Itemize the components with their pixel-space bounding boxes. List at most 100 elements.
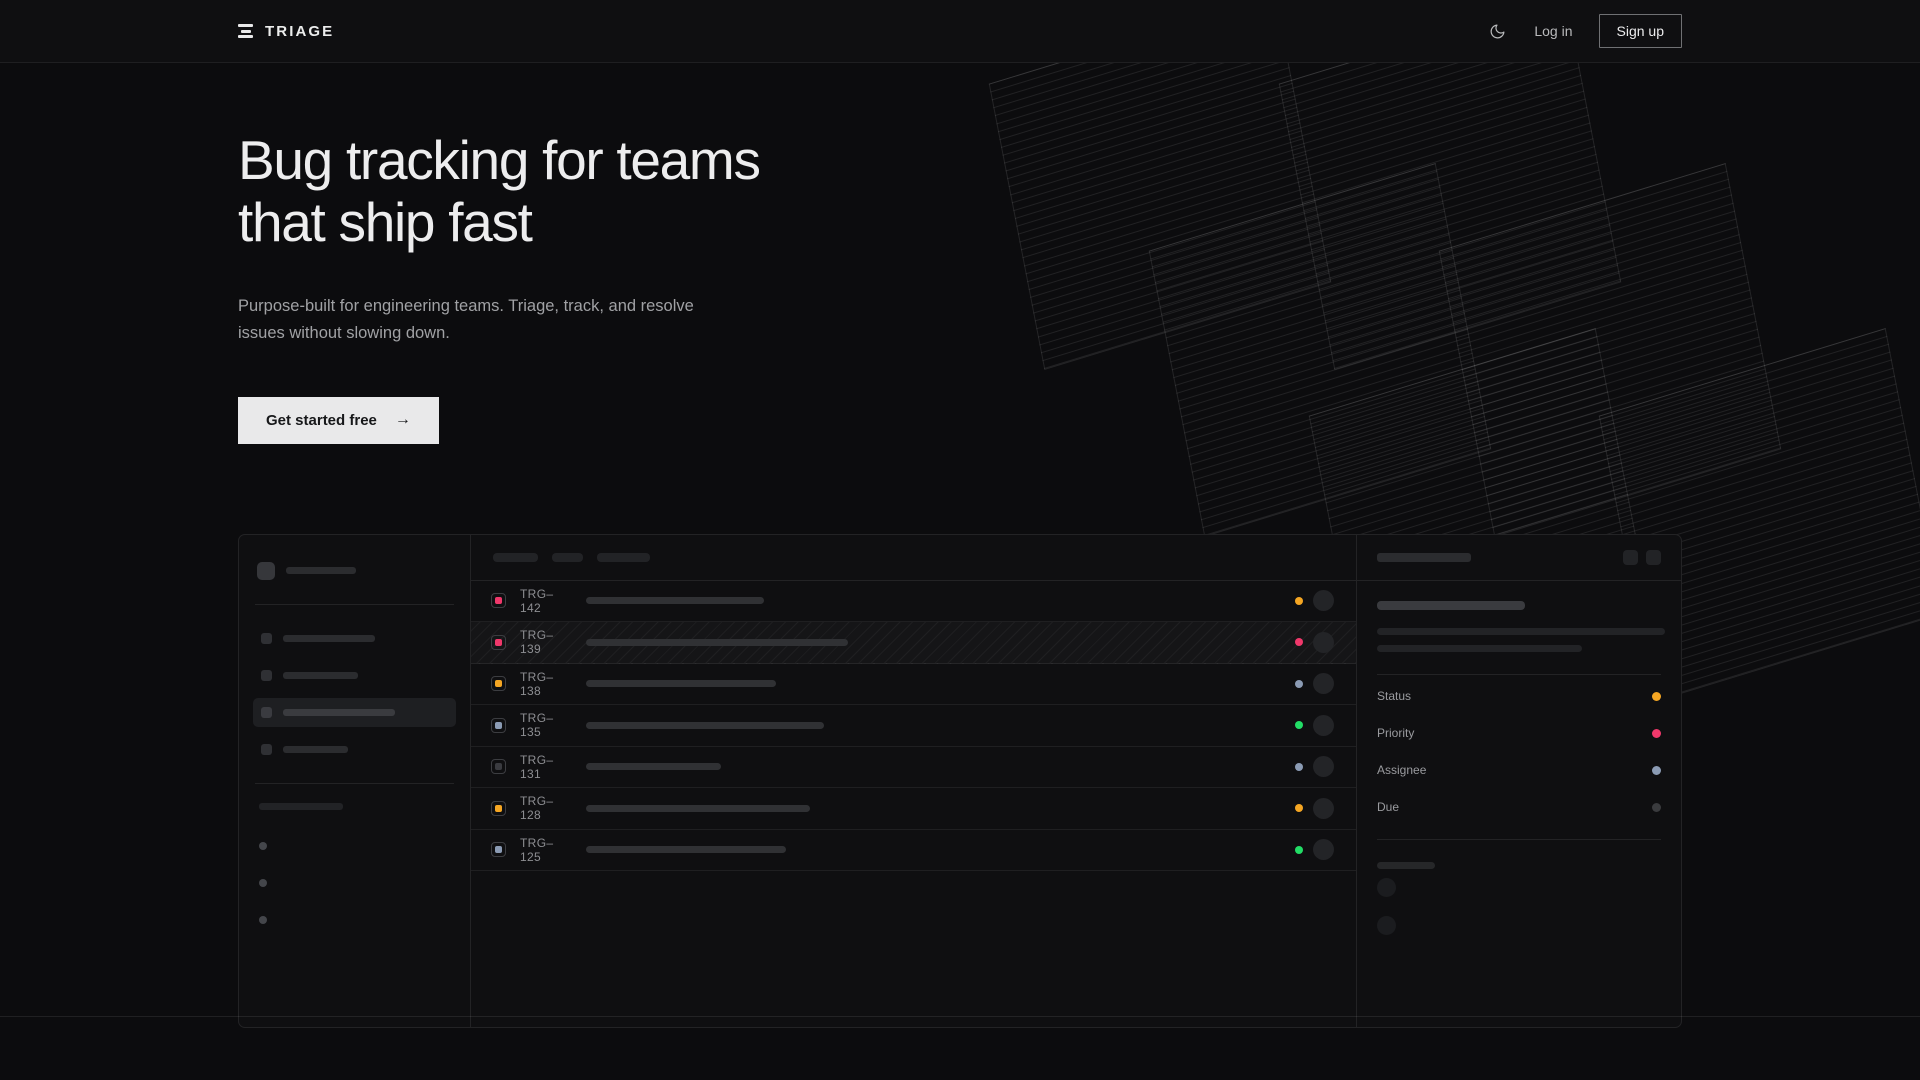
sidebar-sub-item-3[interactable]: [253, 902, 456, 939]
sidebar-item-3-active[interactable]: [253, 697, 456, 727]
issue-meta: [1295, 714, 1334, 736]
detail-panel-body: Status Priority Assignee Due: [1357, 581, 1681, 1027]
detail-divider-top: [1377, 673, 1661, 675]
issue-id: TRG–125: [520, 835, 554, 864]
issue-list-toolbar: [471, 535, 1356, 581]
detail-field-label: Priority: [1377, 726, 1415, 741]
app-preview: TRG–142 TRG–139 TRG–138: [238, 533, 1682, 1028]
assignee-badge: [1652, 765, 1661, 775]
workspace-switcher[interactable]: [253, 557, 456, 585]
issue-title-placeholder: [586, 804, 810, 812]
sidebar-item-2[interactable]: [253, 661, 456, 690]
avatar[interactable]: [1313, 756, 1334, 778]
get-started-label: Get started free: [266, 411, 377, 429]
nav-icon-1: [261, 632, 272, 644]
arrow-right-icon: →: [394, 411, 411, 429]
detail-title-placeholder: [1377, 600, 1525, 610]
priority-icon: [491, 634, 506, 650]
issue-title-placeholder: [586, 638, 848, 646]
hero-subtitle: Purpose-built for engineering teams. Tri…: [238, 297, 694, 342]
table-row[interactable]: TRG–131: [471, 747, 1356, 789]
sidebar-item-1[interactable]: [253, 624, 456, 653]
bullet-icon-1: [259, 842, 267, 851]
table-row[interactable]: TRG–142: [471, 581, 1356, 623]
detail-field-label: Status: [1377, 689, 1412, 704]
toolbar-filter-1[interactable]: [493, 552, 538, 562]
header-actions: Log in Sign up: [1486, 14, 1682, 48]
issue-id: TRG–128: [520, 794, 554, 823]
priority-icon: [491, 676, 506, 692]
table-row[interactable]: TRG–128: [471, 788, 1356, 830]
detail-body-line-1: [1377, 627, 1665, 635]
issue-meta: [1295, 839, 1334, 861]
avatar[interactable]: [1313, 631, 1334, 653]
status-badge: [1295, 845, 1303, 854]
signup-button[interactable]: Sign up: [1598, 14, 1682, 48]
detail-action-button-2[interactable]: [1646, 549, 1661, 565]
toolbar-filter-2[interactable]: [552, 552, 583, 562]
priority-icon: [491, 593, 506, 609]
priority-icon: [491, 759, 506, 775]
issue-meta: [1295, 631, 1334, 653]
avatar: [1377, 916, 1396, 936]
toolbar-filter-3[interactable]: [597, 552, 650, 562]
issue-title-placeholder: [586, 680, 776, 688]
issue-id: TRG–142: [520, 586, 554, 615]
login-link[interactable]: Log in: [1534, 23, 1573, 39]
sidebar-divider-bottom: [255, 782, 454, 784]
status-badge: [1652, 691, 1661, 701]
detail-field-status[interactable]: Status: [1377, 681, 1661, 712]
sidebar-sub-item-1[interactable]: [253, 828, 456, 865]
bullet-icon-3: [259, 916, 267, 925]
detail-field-label: Due: [1377, 800, 1400, 815]
brand-logo[interactable]: TRIAGE: [238, 23, 334, 40]
issue-id: TRG–139: [520, 628, 554, 657]
avatar[interactable]: [1313, 714, 1334, 736]
nav-icon-2: [261, 669, 272, 681]
avatar[interactable]: [1313, 839, 1334, 861]
hero-heading: Bug tracking for teams that ship fast: [238, 129, 938, 253]
detail-action-button-1[interactable]: [1623, 549, 1638, 565]
stacked-bars-icon: [238, 24, 253, 38]
nav-label-3: [283, 708, 395, 716]
table-row[interactable]: TRG–135: [471, 705, 1356, 747]
table-row[interactable]: TRG–125: [471, 830, 1356, 872]
moon-icon[interactable]: [1486, 20, 1508, 42]
avatar[interactable]: [1313, 797, 1334, 819]
hero-heading-line-2: that ship fast: [238, 191, 533, 254]
preview-issue-list: TRG–142 TRG–139 TRG–138: [471, 534, 1357, 1027]
issue-title-placeholder: [586, 763, 721, 771]
nav-label-2: [283, 671, 358, 679]
status-badge: [1295, 762, 1303, 771]
detail-field-priority[interactable]: Priority: [1377, 718, 1661, 749]
workspace-label-placeholder: [286, 567, 356, 575]
table-row[interactable]: TRG–138: [471, 664, 1356, 706]
get-started-button[interactable]: Get started free →: [238, 396, 439, 444]
issue-title-placeholder: [586, 846, 786, 854]
priority-badge: [1652, 728, 1661, 738]
bullet-icon-2: [259, 879, 267, 888]
brand-name: TRIAGE: [265, 22, 335, 40]
sidebar-sub-item-2[interactable]: [253, 865, 456, 902]
detail-field-due[interactable]: Due: [1377, 792, 1661, 823]
detail-panel-actions: [1623, 549, 1661, 565]
detail-field-assignee[interactable]: Assignee: [1377, 755, 1661, 786]
detail-body-line-2: [1377, 644, 1582, 652]
status-badge: [1295, 804, 1303, 813]
sidebar-section-label: [259, 802, 343, 810]
sidebar-item-4[interactable]: [253, 735, 456, 764]
issue-title-placeholder: [586, 721, 824, 729]
avatar[interactable]: [1313, 590, 1334, 612]
table-row[interactable]: TRG–139: [471, 622, 1356, 664]
issue-meta: [1295, 673, 1334, 695]
status-badge: [1295, 721, 1303, 730]
priority-icon: [491, 717, 506, 733]
issue-id: TRG–135: [520, 711, 554, 740]
workspace-avatar: [257, 561, 275, 580]
page-bottom-divider: [0, 1016, 1920, 1017]
status-badge: [1295, 679, 1303, 688]
avatar[interactable]: [1313, 673, 1334, 695]
status-badge: [1295, 638, 1303, 647]
nav-icon-4: [261, 743, 272, 755]
